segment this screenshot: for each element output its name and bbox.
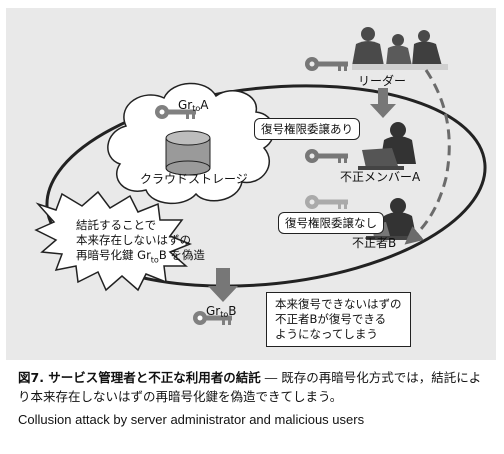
caption-japanese: 図7. サービス管理者と不正な利用者の結託 ― 既存の再暗号化方式では，結託によ… — [18, 368, 488, 406]
gr-to-a-label: GrtoA — [178, 98, 208, 113]
figure-description: ― 既存の再暗号化方式では，結託により本来存在しないはずの再暗号化鍵を偽造できて… — [18, 370, 482, 404]
collusion-burst — [34, 190, 193, 292]
result-line-2: 不正者Bが復号できる — [275, 312, 387, 326]
burst-line-1: 結託することで — [76, 218, 157, 232]
key-icon-gr-to-b — [193, 311, 232, 325]
figure-caption: 図7. サービス管理者と不正な利用者の結託 ― 既存の再暗号化方式では，結託によ… — [18, 368, 488, 427]
result-box: 本来復号できないはずの 不正者Bが復号できる ようになってしまう — [266, 292, 411, 347]
gr-to-b-tail: B — [228, 304, 237, 318]
leader-group-figure — [352, 27, 448, 70]
gr-to-a-main: Gr — [178, 98, 193, 112]
diagram-panel: リーダー GrtoA クラウドストレージ 復号権限委譲あり 不正メンバーA 復号… — [6, 8, 496, 360]
result-arrow — [208, 268, 238, 302]
member-a-figure — [358, 122, 416, 170]
burst-line-3: 再暗号化鍵 GrtoB を偽造 — [76, 248, 205, 267]
database-icon — [165, 130, 211, 176]
burst-key-post: B を偽造 — [158, 248, 205, 262]
diagram-graphics — [34, 27, 487, 325]
burst-line-2: 本来存在しないはずの — [76, 233, 191, 247]
member-a-label: 不正メンバーA — [340, 170, 421, 184]
result-line-3: ようになってしまう — [275, 327, 378, 341]
key-icon-person-b — [305, 195, 348, 209]
key-icon-leader — [305, 57, 348, 71]
delegation-yes-badge: 復号権限委譲あり — [254, 118, 360, 140]
cloud-storage-label: クラウドストレージ — [140, 172, 248, 186]
dashed-path — [404, 69, 451, 245]
caption-english: Collusion attack by server administrator… — [18, 412, 365, 427]
gr-to-b-main: Gr — [206, 304, 221, 318]
burst-text: 結託することで 本来存在しないはずの 再暗号化鍵 GrtoB を偽造 — [76, 218, 205, 267]
delegation-no-badge: 復号権限委譲なし — [278, 212, 384, 234]
gr-to-a-tail: A — [200, 98, 209, 112]
figure-label: 図7. サービス管理者と不正な利用者の結託 — [18, 370, 261, 385]
burst-key-sub: to — [150, 255, 159, 265]
person-b-label: 不正者B — [352, 236, 397, 250]
key-icon-member-a — [305, 149, 348, 163]
leader-label: リーダー — [358, 74, 407, 88]
gr-to-b-sub: to — [220, 310, 229, 319]
burst-key-pre: 再暗号化鍵 Gr — [76, 248, 151, 262]
delegation-arrow — [370, 88, 396, 118]
result-line-1: 本来復号できないはずの — [275, 297, 402, 311]
gr-to-b-label: GrtoB — [206, 304, 237, 319]
gr-to-a-sub: to — [192, 104, 201, 113]
key-icon-gr-to-a — [155, 105, 196, 119]
